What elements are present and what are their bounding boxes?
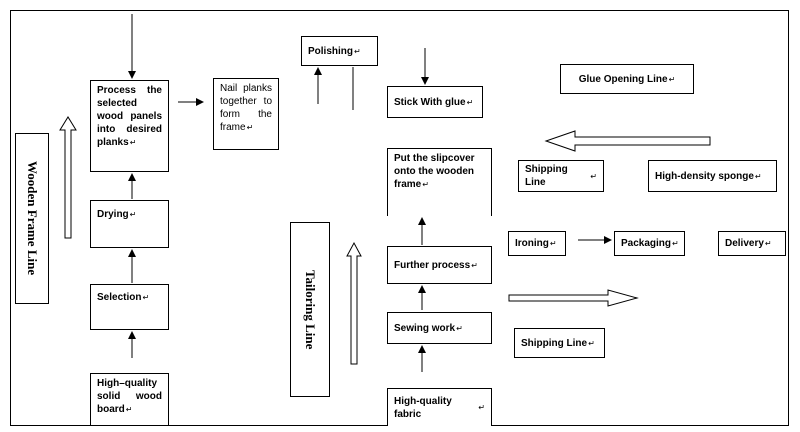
quality-fabric-text: High-quality fabric (394, 395, 452, 420)
shipping-line-top-box: Shipping Line↵ (518, 160, 604, 192)
nail-planks-box: Nail planks together to form the frame↵ (213, 78, 279, 150)
polishing-text: Polishing (308, 45, 353, 57)
nail-planks-text: Nail planks together to form the frame (220, 83, 272, 133)
sewing-work-box: Sewing work↵ (387, 312, 492, 344)
return-mark: ↵ (129, 138, 137, 147)
packaging-box: Packaging↵ (614, 231, 685, 256)
tailoring-line-label-box: Tailoring Line (290, 222, 330, 397)
high-density-sponge-text: High-density sponge (655, 170, 754, 182)
slipcover-text: Put the slipcover onto the wooden frame (394, 153, 475, 190)
solid-wood-board-box: High–quality solid wood board↵ (90, 373, 169, 426)
packaging-text: Packaging (621, 238, 672, 249)
further-process-box: Further process↵ (387, 246, 492, 284)
glue-opening-line-text: Glue Opening Line (578, 73, 668, 85)
shipping-line-bottom-box: Shipping Line↵ (514, 328, 605, 358)
hollow-arrow-wooden-up (59, 116, 77, 239)
quality-fabric-box: High-quality fabric↵ (387, 388, 492, 426)
hollow-arrow-shipping-right (508, 289, 639, 307)
stick-with-glue-box: Stick With glue↵ (387, 86, 483, 118)
process-planks-box: Process the selected wood panels into de… (90, 80, 169, 172)
sewing-work-text: Sewing work (394, 322, 456, 334)
ironing-text: Ironing (515, 238, 549, 249)
wooden-frame-line-label-box: Wooden Frame Line (15, 133, 49, 304)
wooden-frame-line-label: Wooden Frame Line (25, 161, 40, 276)
hollow-arrow-tailoring-up (346, 241, 362, 365)
high-density-sponge-box: High-density sponge↵ (648, 160, 777, 192)
shipping-line-bottom-text: Shipping Line (521, 337, 588, 349)
selection-box: Selection↵ (90, 284, 169, 330)
delivery-text: Delivery (725, 238, 764, 249)
glue-opening-line-box: Glue Opening Line↵ (560, 64, 694, 94)
ironing-box: Ironing↵ (508, 231, 566, 256)
process-planks-text: Process the selected wood panels into de… (97, 85, 162, 148)
further-process-text: Further process (394, 259, 471, 271)
tailoring-line-label: Tailoring Line (303, 269, 318, 350)
delivery-box: Delivery↵ (718, 231, 786, 256)
solid-wood-board-text: High–quality solid wood board (97, 378, 162, 415)
drying-box: Drying↵ (90, 200, 169, 248)
stick-with-glue-text: Stick With glue (394, 96, 466, 108)
polishing-box: Polishing↵ (301, 36, 378, 66)
drying-text: Drying (97, 209, 129, 220)
selection-text: Selection (97, 292, 142, 303)
slipcover-box: Put the slipcover onto the wooden frame↵ (387, 148, 492, 216)
shipping-line-top-text: Shipping Line (525, 164, 568, 188)
hollow-arrow-glue-left (544, 130, 711, 152)
